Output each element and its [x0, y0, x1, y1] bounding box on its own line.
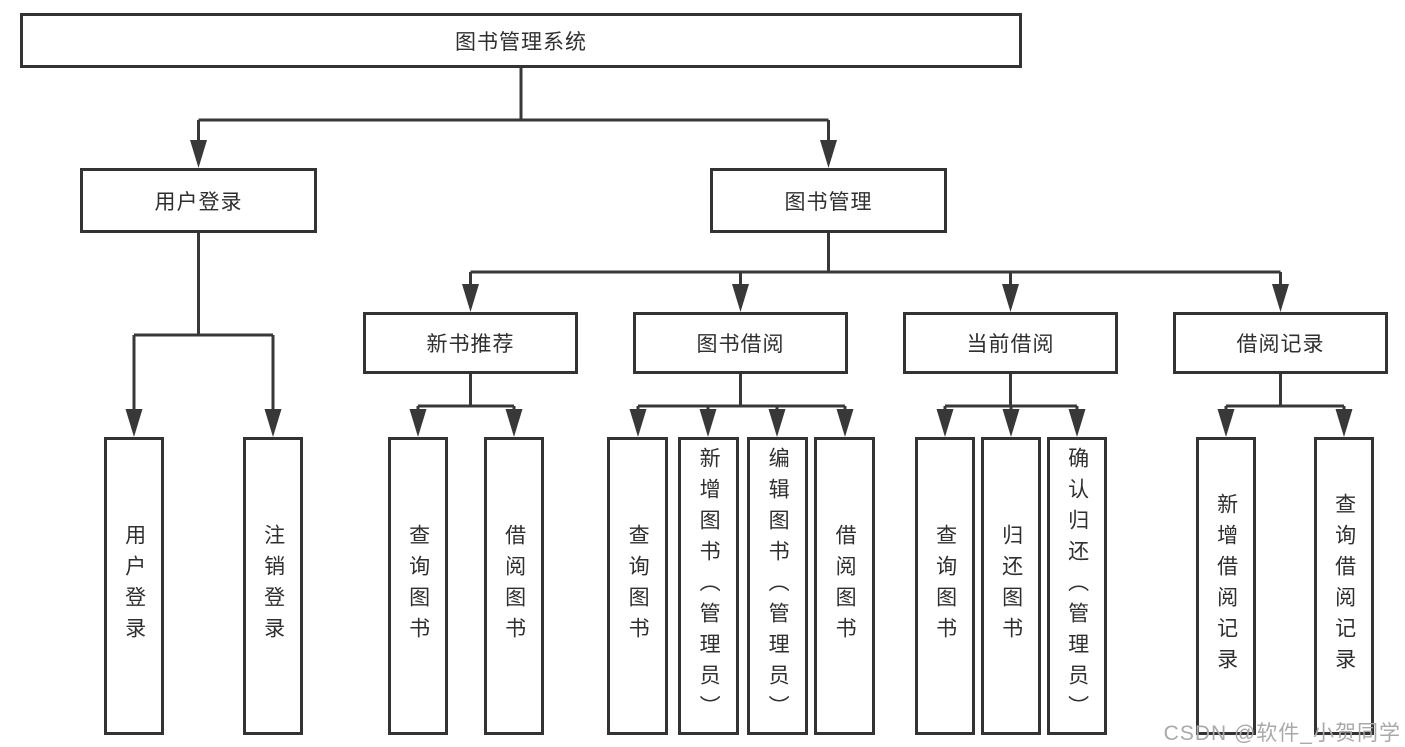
leaf-borrowing-query-books-label: 查询图书 [626, 524, 650, 648]
arrow-icon [264, 409, 282, 437]
connector-root [190, 68, 837, 168]
leaf-current-query-books: 查询图书 [915, 437, 975, 735]
leaf-borrowing-add-books-admin: 新增图书（管理员） [678, 437, 739, 735]
arrow-icon [1335, 409, 1353, 437]
leaf-user-login-label: 用户登录 [122, 524, 146, 648]
connector-book-management [462, 233, 1289, 312]
arrow-icon [125, 409, 143, 437]
arrow-icon [409, 409, 427, 437]
leaf-current-return-books: 归还图书 [981, 437, 1041, 735]
leaf-borrowing-edit-books-admin-label: 编辑图书（管理员） [766, 446, 790, 726]
arrow-icon [732, 284, 749, 312]
arrow-icon [1272, 284, 1289, 312]
leaf-current-confirm-return-admin-label: 确认归还（管理员） [1065, 446, 1089, 726]
leaf-records-query-borrow-record-label: 查询借阅记录 [1332, 493, 1356, 679]
leaf-recommend-borrow-books: 借阅图书 [484, 437, 544, 735]
connector-current-borrowing [936, 374, 1086, 437]
leaf-recommend-borrow-books-label: 借阅图书 [502, 524, 526, 648]
leaf-records-add-borrow-record-label: 新增借阅记录 [1214, 493, 1238, 679]
arrow-icon [936, 409, 954, 437]
csdn-watermark: CSDN @软件_小贺同学 [1163, 722, 1401, 745]
node-borrowing-records: 借阅记录 [1173, 312, 1388, 374]
arrow-icon [699, 409, 717, 437]
node-user-login-label: 用户登录 [154, 190, 243, 214]
leaf-borrowing-borrow-books-label: 借阅图书 [833, 524, 857, 648]
arrow-icon [1002, 409, 1020, 437]
node-book-management: 图书管理 [710, 168, 947, 233]
leaf-current-query-books-label: 查询图书 [933, 524, 957, 648]
node-root-label: 图书管理系统 [455, 30, 587, 54]
arrow-icon [629, 409, 647, 437]
node-user-login: 用户登录 [80, 168, 317, 233]
leaf-records-add-borrow-record: 新增借阅记录 [1196, 437, 1256, 735]
arrow-icon [820, 140, 837, 168]
arrow-icon [462, 284, 479, 312]
leaf-borrowing-borrow-books: 借阅图书 [814, 437, 875, 735]
arrow-icon [1068, 409, 1086, 437]
connector-book-borrowing [629, 374, 854, 437]
leaf-borrowing-edit-books-admin: 编辑图书（管理员） [747, 437, 808, 735]
leaf-current-confirm-return-admin: 确认归还（管理员） [1047, 437, 1107, 735]
connector-new-book-recommendation [409, 374, 523, 437]
leaf-records-query-borrow-record: 查询借阅记录 [1314, 437, 1374, 735]
leaf-recommend-query-books: 查询图书 [388, 437, 448, 735]
leaf-current-return-books-label: 归还图书 [999, 524, 1023, 648]
leaf-user-login: 用户登录 [104, 437, 164, 735]
arrow-icon [1217, 409, 1235, 437]
connector-borrowing-records [1217, 374, 1353, 437]
leaf-logout: 注销登录 [243, 437, 303, 735]
arrow-icon [505, 409, 523, 437]
node-new-book-recommendation-label: 新书推荐 [426, 333, 515, 356]
node-new-book-recommendation: 新书推荐 [363, 312, 578, 374]
node-book-borrowing-label: 图书借阅 [696, 333, 785, 356]
node-borrowing-records-label: 借阅记录 [1236, 333, 1325, 356]
leaf-borrowing-add-books-admin-label: 新增图书（管理员） [697, 446, 721, 726]
arrow-icon [768, 409, 786, 437]
arrow-icon [836, 409, 854, 437]
node-current-borrowing-label: 当前借阅 [966, 333, 1055, 356]
node-book-borrowing: 图书借阅 [633, 312, 848, 374]
node-root: 图书管理系统 [20, 13, 1022, 68]
leaf-logout-label: 注销登录 [261, 524, 285, 648]
leaf-recommend-query-books-label: 查询图书 [406, 524, 430, 648]
arrow-icon [1002, 284, 1019, 312]
connector-user-login [125, 233, 282, 437]
node-book-management-label: 图书管理 [784, 190, 873, 214]
arrow-icon [190, 140, 207, 168]
leaf-borrowing-query-books: 查询图书 [607, 437, 668, 735]
node-current-borrowing: 当前借阅 [903, 312, 1118, 374]
